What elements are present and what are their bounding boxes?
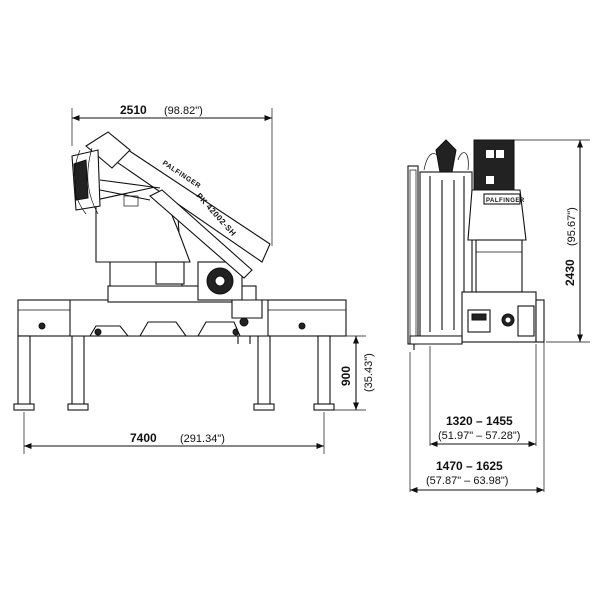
width-range-1-imperial: (51.97" – 57.28") (438, 430, 520, 442)
width-top-imperial: (98.82") (164, 105, 203, 117)
dimension-width-range-1: 1320 – 1455 (51.97" – 57.28") (429, 344, 537, 448)
dimension-outrigger-span: 7400 (291.34") (23, 412, 325, 454)
width-range-2-value: 1470 – 1625 (436, 459, 503, 473)
outrigger-span-value: 7400 (130, 431, 157, 445)
outrigger-leg-right (313, 335, 335, 411)
outrigger-height-imperial: (35.43") (363, 353, 375, 392)
outrigger-leg-left (13, 335, 35, 411)
outrigger-height-value: 900 (339, 366, 353, 386)
height-value: 2430 (563, 259, 577, 286)
dimension-width-top: 2510 (98.82") (71, 103, 273, 246)
height-imperial: (95.67") (566, 207, 578, 246)
front-view: PALFINGER (407, 139, 545, 350)
brand-label-front: PALFINGER (486, 198, 525, 204)
outrigger-span-imperial: (291.34") (180, 433, 225, 445)
dimension-width-range-2: 1470 – 1625 (57.87" – 63.98") (409, 342, 545, 494)
outrigger-leg-inner-right (253, 335, 275, 411)
boom-head (473, 139, 515, 191)
width-range-1-value: 1320 – 1455 (446, 414, 513, 428)
width-range-2-imperial: (57.87" – 63.98") (426, 475, 508, 487)
dimension-height: 2430 (95.67") (514, 139, 590, 343)
side-view: PALFINGER PK 42002-SH (13, 131, 347, 411)
width-top-value: 2510 (120, 103, 147, 117)
outrigger-leg-inner-left (67, 335, 89, 411)
dimension-outrigger-height: 900 (35.43") (334, 335, 375, 411)
